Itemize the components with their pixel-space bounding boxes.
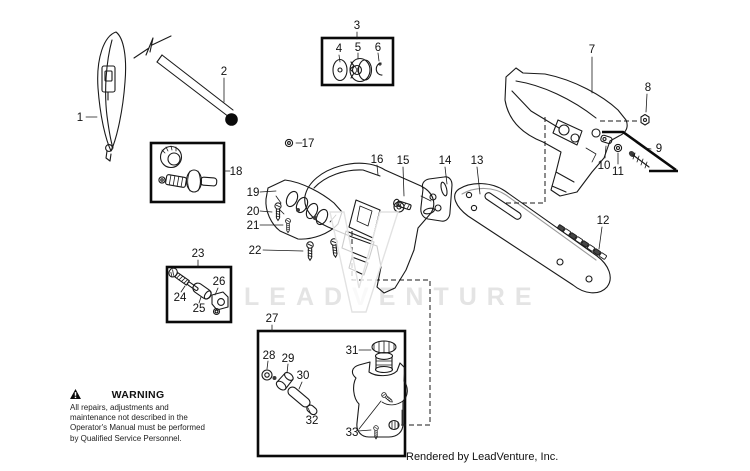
part-21-screw-drawing <box>285 218 291 234</box>
callout-15[interactable]: 15 <box>397 155 410 167</box>
part-20-screw-drawing <box>274 202 282 221</box>
part-19-gear-housing-drawing <box>265 179 343 240</box>
callout-2[interactable]: 2 <box>221 66 227 78</box>
callout-33[interactable]: 33 <box>346 427 359 439</box>
part-6-clip-drawing <box>375 62 383 76</box>
part-9-screw-drawing <box>602 130 678 173</box>
part-26-block-drawing <box>211 291 229 316</box>
part-28-cap-drawing <box>261 369 277 381</box>
part-33-screw-b-drawing <box>380 391 395 405</box>
callout-9[interactable]: 9 <box>656 143 662 155</box>
callout-6[interactable]: 6 <box>375 42 381 54</box>
callout-10[interactable]: 10 <box>598 160 611 172</box>
part-27-oil-tank-box <box>256 329 408 458</box>
callout-24[interactable]: 24 <box>174 292 187 304</box>
oil-tank-drawing <box>351 361 408 438</box>
part-13-guide-bar-drawing <box>454 183 611 294</box>
callout-31[interactable]: 31 <box>346 345 359 357</box>
warning-title: WARNING <box>111 389 165 401</box>
callout-30[interactable]: 30 <box>297 370 310 382</box>
part-17-nut-drawing <box>284 138 294 148</box>
part-11-grommet-drawing <box>613 143 623 153</box>
part-30-tube-drawing <box>287 386 318 416</box>
warning-title-row: WARNING <box>70 389 206 401</box>
part-4-washer-drawing <box>332 58 348 82</box>
callout-5[interactable]: 5 <box>355 42 361 54</box>
callout-18[interactable]: 18 <box>230 166 243 178</box>
callout-19[interactable]: 19 <box>247 187 260 199</box>
part-24-worm-drawing <box>168 267 199 292</box>
part-14-plate-drawing <box>420 176 453 222</box>
dashed-line-cover-to-tank <box>351 231 431 426</box>
callout-25[interactable]: 25 <box>193 303 206 315</box>
part-3-kit-box <box>320 36 395 87</box>
part-5-sprocket-drawing <box>349 57 373 83</box>
part-22-screw-a-drawing <box>306 241 314 261</box>
warning-body: All repairs, adjustments and maintenance… <box>70 403 205 443</box>
render-credit: Rendered by LeadVenture, Inc. <box>406 451 559 463</box>
part-32-tube-end-drawing <box>306 404 318 416</box>
callout-27[interactable]: 27 <box>266 313 279 325</box>
part-8-nut-drawing <box>640 113 650 126</box>
part-1-strap-drawing <box>97 31 127 162</box>
part-31-oil-cap-drawing <box>371 340 397 374</box>
callout-3[interactable]: 3 <box>354 20 360 32</box>
callout-23[interactable]: 23 <box>192 248 205 260</box>
callout-13[interactable]: 13 <box>471 155 484 167</box>
callout-8[interactable]: 8 <box>645 82 651 94</box>
callout-22[interactable]: 22 <box>249 245 262 257</box>
callout-11[interactable]: 11 <box>612 166 624 178</box>
callout-32[interactable]: 32 <box>306 415 319 427</box>
part-29-grommet-drawing <box>275 371 294 391</box>
callout-29[interactable]: 29 <box>282 353 295 365</box>
callouts: 1 2 3 4 5 6 7 8 9 10 11 12 13 14 15 16 1… <box>77 20 662 439</box>
part-12-chain-drawing <box>557 224 607 260</box>
part-23-adjuster-box <box>165 265 233 324</box>
warning-triangle-icon <box>70 389 81 399</box>
leadventure-v-watermark <box>329 211 399 313</box>
callout-21[interactable]: 21 <box>247 220 260 232</box>
callout-4[interactable]: 4 <box>336 43 343 55</box>
callout-12[interactable]: 12 <box>597 215 610 227</box>
callout-16[interactable]: 16 <box>371 154 384 166</box>
callout-14[interactable]: 14 <box>439 155 452 167</box>
warning-note: WARNING All repairs, adjustments and mai… <box>70 389 206 444</box>
leader-lines <box>85 31 652 432</box>
part-2-tube-drawing <box>133 35 238 126</box>
callout-26[interactable]: 26 <box>213 276 226 288</box>
part-25-cylinder-drawing <box>192 282 212 300</box>
callout-28[interactable]: 28 <box>263 350 276 362</box>
callout-20[interactable]: 20 <box>247 206 260 218</box>
dashed-line-housing-to-bar <box>506 117 546 204</box>
leadventure-watermark: LEADVENTURE <box>244 283 542 311</box>
callout-1[interactable]: 1 <box>77 112 83 124</box>
callout-7[interactable]: 7 <box>589 44 595 56</box>
part-10-clip-drawing <box>600 134 613 145</box>
part-15-stud-drawing <box>393 198 412 211</box>
part-18-coupler-box <box>149 141 226 204</box>
callout-17[interactable]: 17 <box>302 138 315 150</box>
